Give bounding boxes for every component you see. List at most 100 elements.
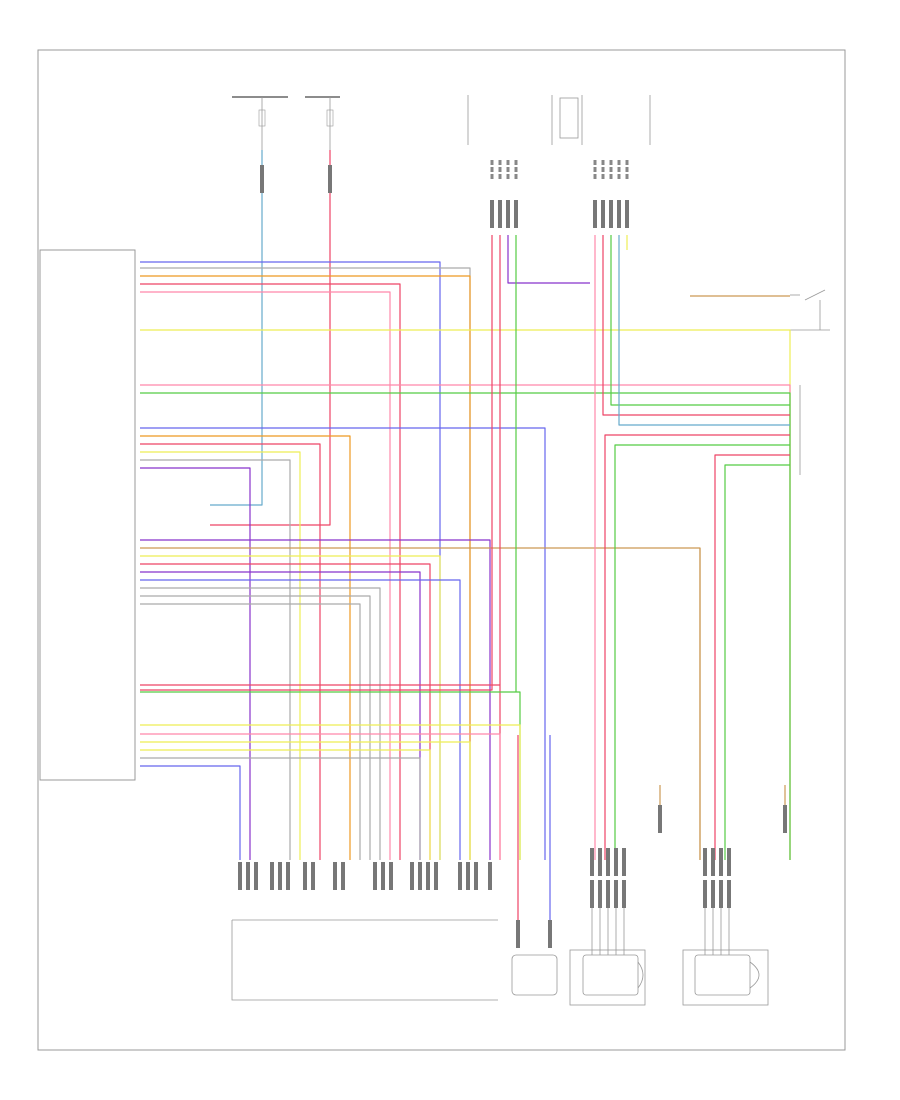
module-wire-22: [140, 603, 361, 860]
top-right-connector-1: [601, 160, 605, 179]
seat-heater-connector-5: [703, 848, 707, 876]
top-left-connector-2: [506, 160, 510, 179]
bottom-connector-15: [426, 862, 430, 890]
top-left-connector-1: [498, 160, 502, 179]
seat-heater-lower-0: [590, 880, 594, 908]
module-wire-8: [140, 427, 546, 860]
module-wire-7: [140, 392, 791, 860]
module-wire-16: [140, 555, 441, 860]
bottom-connector-20: [488, 862, 492, 890]
seat-heater-connector-7: [719, 848, 723, 876]
module-wire-10: [140, 443, 321, 860]
bottom-connector-3: [270, 862, 274, 890]
diagram-frame: [37, 49, 846, 1051]
seat-wire-cyan-r: [618, 235, 790, 426]
top-right-block-3: [617, 200, 621, 228]
module-wire-6: [140, 384, 791, 860]
module-wire-27: [140, 741, 471, 860]
wires-layer: [140, 150, 791, 955]
ground-block-1: [783, 805, 787, 833]
control-module-box: [39, 249, 136, 781]
fuse-area: [232, 96, 340, 150]
module-wire-12: [140, 459, 291, 860]
module-wire-26: [140, 733, 501, 860]
seat-heater-connector-3: [614, 848, 618, 876]
bottom-connector-13: [410, 862, 414, 890]
right-wire-red-1: [604, 434, 790, 860]
bottom-connector-7: [311, 862, 315, 890]
top-left-connector-3: [514, 160, 518, 179]
seat-heater-connector-4: [622, 848, 626, 876]
ground-block-0: [658, 805, 662, 833]
module-wire-20: [140, 587, 381, 860]
right-wire-red-2: [714, 454, 790, 860]
belt-connector-0: [516, 920, 520, 948]
right-wire-green-2: [724, 464, 790, 860]
bottom-connector-5: [286, 862, 290, 890]
seat-heater-lower-4: [622, 880, 626, 908]
module-wire-11: [140, 451, 301, 860]
right-wire-green-1: [614, 444, 790, 860]
top-right-block-1: [601, 200, 605, 228]
seat-heater-lower-6: [711, 880, 715, 908]
seat-heater-connector-0: [590, 848, 594, 876]
seat-heater-lower-1: [598, 880, 602, 908]
top-left-block-0: [490, 200, 494, 228]
seat-wire-red-r: [602, 235, 790, 416]
seat-heater-lower-2: [606, 880, 610, 908]
module-wire-13: [140, 467, 251, 860]
top-right-connector-4: [625, 160, 629, 179]
module-wire-28: [140, 749, 431, 860]
top-right-block-4: [625, 200, 629, 228]
bottom-connector-6: [303, 862, 307, 890]
bottom-connector-16: [434, 862, 438, 890]
bottom-connector-17: [458, 862, 462, 890]
top-left-block-2: [506, 200, 510, 228]
bottom-connector-14: [418, 862, 422, 890]
bottom-connector-2: [254, 862, 258, 890]
bottom-connector-1: [246, 862, 250, 890]
bottom-connector-8: [333, 862, 337, 890]
seat-heater-lower-3: [614, 880, 618, 908]
bottom-connector-19: [474, 862, 478, 890]
belt-connector-1: [548, 920, 552, 948]
top-right-block-0: [593, 200, 597, 228]
module-wire-19: [140, 579, 461, 860]
seat-wire-green-r: [610, 235, 790, 406]
module-wire-29: [140, 757, 421, 860]
seat-heater-connector-6: [711, 848, 715, 876]
top-left-connector-0: [490, 160, 494, 179]
module-wire-18: [140, 571, 421, 860]
bottom-connector-10: [373, 862, 377, 890]
top-right-block-2: [609, 200, 613, 228]
top-right-connector-0: [593, 160, 597, 179]
bottom-connector-11: [381, 862, 385, 890]
module-wire-3: [140, 283, 401, 860]
bottom-connector-9: [341, 862, 345, 890]
seat-heater-connector-8: [727, 848, 731, 876]
module-wire-25: [140, 724, 521, 860]
seat-heater-lower-7: [719, 880, 723, 908]
top-right-components: [467, 95, 651, 145]
seat-wire-red: [140, 235, 493, 691]
module-wire-2: [140, 275, 471, 860]
seat-heater-lower-8: [727, 880, 731, 908]
top-right-connector-2: [609, 160, 613, 179]
module-wire-14: [140, 539, 491, 860]
fuse-connector-2: [328, 165, 332, 193]
module-wire-24: [140, 691, 521, 860]
seat-heater-connector-1: [598, 848, 602, 876]
bottom-connector-4: [278, 862, 282, 890]
fuse-connector-1: [260, 165, 264, 193]
wire-fuse-feed-red: [210, 150, 331, 526]
seat-wire-purple: [507, 235, 590, 284]
module-wire-30: [140, 765, 241, 860]
top-right-connector-3: [617, 160, 621, 179]
seat-heater-lower-5: [703, 880, 707, 908]
module-wire-4: [140, 291, 391, 860]
module-wire-9: [140, 435, 351, 860]
module-wire-17: [140, 563, 431, 860]
bottom-components: [231, 919, 769, 1006]
right-switch: [790, 289, 830, 475]
